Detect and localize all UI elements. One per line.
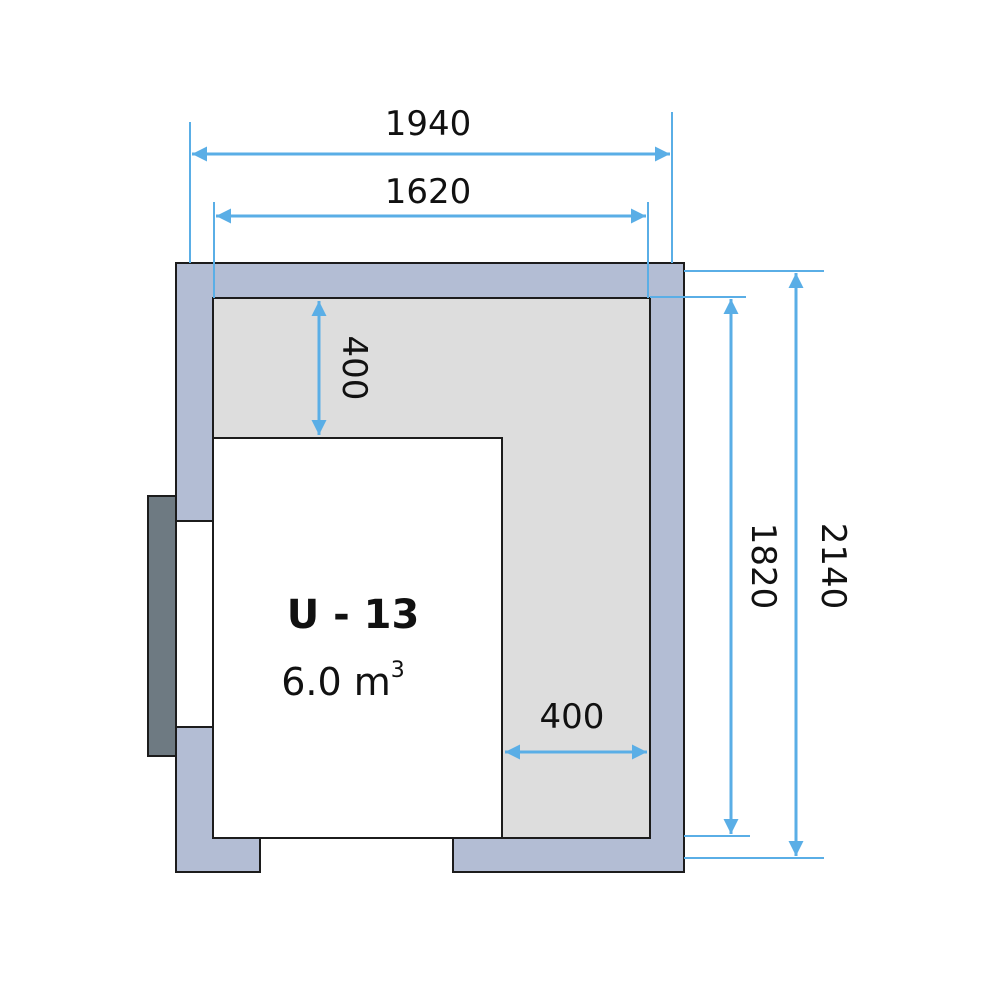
label-side-clearance: 400 bbox=[540, 697, 605, 737]
dimension-outer-width: 1940 bbox=[189, 104, 673, 263]
dimension-top-clearance: 400 bbox=[311, 301, 374, 435]
dimension-inner-height: 1820 bbox=[650, 296, 783, 837]
door-opening bbox=[175, 520, 215, 728]
dimension-inner-width: 1620 bbox=[213, 172, 649, 298]
unit-name: U - 13 bbox=[287, 592, 420, 638]
dimension-outer-height: 2140 bbox=[684, 270, 853, 859]
unit-volume: 6.0 m3 bbox=[281, 658, 405, 704]
dimension-side-clearance: 400 bbox=[505, 697, 647, 760]
label-inner-width: 1620 bbox=[385, 172, 472, 212]
door-panel bbox=[147, 495, 177, 757]
unit-volume-value: 6.0 m bbox=[281, 660, 391, 704]
label-inner-height: 1820 bbox=[743, 523, 783, 610]
label-outer-width: 1940 bbox=[385, 104, 472, 144]
label-outer-height: 2140 bbox=[813, 523, 853, 610]
unit-volume-exponent: 3 bbox=[391, 658, 405, 683]
label-top-clearance: 400 bbox=[334, 336, 374, 401]
storage-unit bbox=[212, 437, 503, 839]
